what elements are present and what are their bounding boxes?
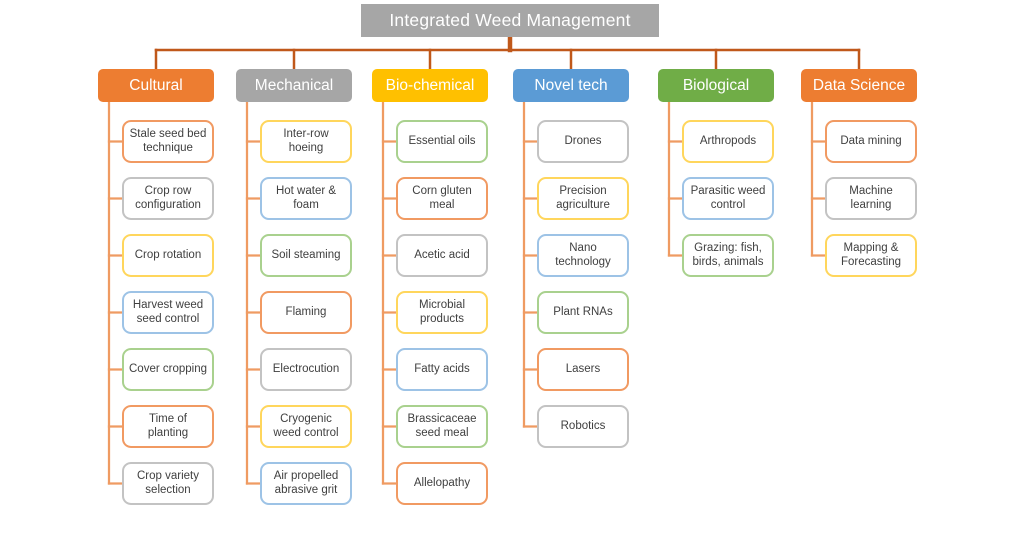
node-label: Data mining bbox=[840, 134, 902, 147]
node-box: Crop row configuration bbox=[122, 177, 214, 220]
node-box: Mapping & Forecasting bbox=[825, 234, 917, 277]
node-label: Electrocution bbox=[272, 362, 340, 375]
node-box: Lasers bbox=[537, 348, 629, 391]
node-label: Crop variety selection bbox=[137, 469, 199, 496]
node-box: Inter-row hoeing bbox=[260, 120, 352, 163]
node-label: Plant RNAs bbox=[553, 305, 613, 318]
node-box: Harvest weed seed control bbox=[122, 291, 214, 334]
node-label: Cryogenic weed control bbox=[273, 412, 339, 439]
node-box: Time of planting bbox=[122, 405, 214, 448]
node-box: Crop variety selection bbox=[122, 462, 214, 505]
node-label: Nano technology bbox=[555, 241, 611, 268]
node-box: Hot water & foam bbox=[260, 177, 352, 220]
node-label: Allelopathy bbox=[413, 476, 471, 489]
node-box: Electrocution bbox=[260, 348, 352, 391]
node-box: Nano technology bbox=[537, 234, 629, 277]
node-box: Brassicaceae seed meal bbox=[396, 405, 488, 448]
node-label: Parasitic weed control bbox=[690, 184, 766, 211]
node-label: Harvest weed seed control bbox=[132, 298, 204, 325]
node-label: Air propelled abrasive grit bbox=[273, 469, 339, 496]
node-label: Machine learning bbox=[849, 184, 893, 211]
node-box: Air propelled abrasive grit bbox=[260, 462, 352, 505]
node-box: Soil steaming bbox=[260, 234, 352, 277]
node-box: Microbial products bbox=[396, 291, 488, 334]
node-box: Parasitic weed control bbox=[682, 177, 774, 220]
node-label: Precision agriculture bbox=[556, 184, 610, 211]
node-box: Cover cropping bbox=[122, 348, 214, 391]
node-box: Corn gluten meal bbox=[396, 177, 488, 220]
node-box: Data mining bbox=[825, 120, 917, 163]
node-label: Crop rotation bbox=[134, 248, 202, 261]
node-box: Drones bbox=[537, 120, 629, 163]
node-box: Acetic acid bbox=[396, 234, 488, 277]
node-label: Flaming bbox=[285, 305, 327, 318]
node-label: Drones bbox=[564, 134, 602, 147]
node-box: Allelopathy bbox=[396, 462, 488, 505]
category-header: Bio-chemical bbox=[372, 69, 488, 102]
node-box: Stale seed bed technique bbox=[122, 120, 214, 163]
node-box: Machine learning bbox=[825, 177, 917, 220]
node-label: Acetic acid bbox=[414, 248, 470, 261]
node-box: Cryogenic weed control bbox=[260, 405, 352, 448]
node-label: Robotics bbox=[560, 419, 606, 432]
node-label: Mapping & Forecasting bbox=[840, 241, 902, 268]
node-label: Hot water & foam bbox=[275, 184, 337, 211]
node-box: Fatty acids bbox=[396, 348, 488, 391]
node-label: Microbial products bbox=[418, 298, 465, 325]
node-box: Crop rotation bbox=[122, 234, 214, 277]
node-label: Time of planting bbox=[147, 412, 189, 439]
node-label: Stale seed bed technique bbox=[129, 127, 207, 154]
node-box: Precision agriculture bbox=[537, 177, 629, 220]
node-label: Arthropods bbox=[699, 134, 757, 147]
node-box: Plant RNAs bbox=[537, 291, 629, 334]
node-label: Brassicaceae seed meal bbox=[407, 412, 477, 439]
node-box: Essential oils bbox=[396, 120, 488, 163]
root-node: Integrated Weed Management bbox=[361, 4, 659, 37]
category-header: Cultural bbox=[98, 69, 214, 102]
category-header: Data Science bbox=[801, 69, 917, 102]
node-box: Arthropods bbox=[682, 120, 774, 163]
node-label: Crop row configuration bbox=[135, 184, 201, 211]
node-label: Fatty acids bbox=[414, 362, 470, 375]
node-box: Grazing: fish, birds, animals bbox=[682, 234, 774, 277]
node-label: Inter-row hoeing bbox=[283, 127, 329, 154]
node-label: Cover cropping bbox=[129, 362, 207, 375]
category-header: Novel tech bbox=[513, 69, 629, 102]
node-label: Essential oils bbox=[408, 134, 476, 147]
category-header: Mechanical bbox=[236, 69, 352, 102]
node-box: Flaming bbox=[260, 291, 352, 334]
node-label: Corn gluten meal bbox=[412, 184, 472, 211]
node-box: Robotics bbox=[537, 405, 629, 448]
node-label: Grazing: fish, birds, animals bbox=[692, 241, 764, 268]
node-label: Lasers bbox=[565, 362, 601, 375]
node-label: Soil steaming bbox=[271, 248, 341, 261]
category-header: Biological bbox=[658, 69, 774, 102]
